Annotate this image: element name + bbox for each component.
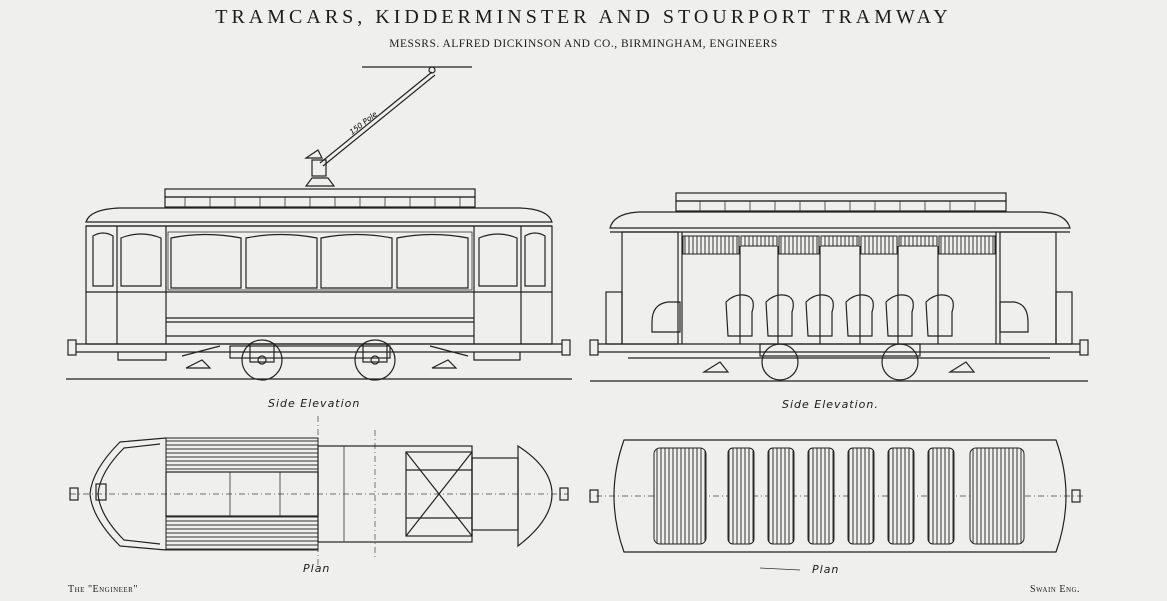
car-body (85, 225, 553, 345)
curtains (682, 235, 996, 255)
longitudinal-seat (165, 515, 319, 551)
cross-bench (653, 447, 707, 545)
page-title: TRAMCARS, KIDDERMINSTER AND STOURPORT TR… (215, 6, 952, 28)
cross-bench (767, 447, 795, 545)
wheel (241, 339, 283, 381)
caption-closed-side-elevation: Side Elevation (268, 397, 361, 410)
cross-bench (969, 447, 1025, 545)
page-subtitle: MESSRS. ALFRED DICKINSON AND CO., BIRMIN… (389, 38, 778, 50)
lantern-lights (164, 196, 476, 208)
cross-bench (887, 447, 915, 545)
cross-bench (727, 447, 755, 545)
wheel (354, 339, 396, 381)
cross-bench (927, 447, 955, 545)
closed-car-plan (69, 416, 569, 566)
cross-bench (807, 447, 835, 545)
open-car-floor (613, 439, 1067, 553)
caption-open-side-elevation: Side Elevation. (782, 398, 879, 411)
roof (85, 207, 553, 223)
longitudinal-seat (165, 437, 319, 473)
open-car-plan (589, 439, 1086, 571)
cross-bench (847, 447, 875, 545)
open-car-side-elevation (589, 192, 1089, 382)
cross-bench-seats (651, 294, 1029, 337)
end-window (92, 232, 114, 287)
truck (181, 339, 469, 381)
buffer-right (561, 339, 571, 356)
wheel (881, 343, 919, 381)
caption-open-plan: Plan (812, 563, 840, 576)
roof-lantern (164, 188, 476, 198)
wheel (761, 343, 799, 381)
caption-closed-plan: Plan (303, 562, 331, 575)
trolley-pole (304, 66, 436, 187)
saloon-windows (167, 231, 473, 291)
closed-car-side-elevation: 150 Pole (66, 66, 572, 381)
buffer-left (67, 339, 77, 356)
credit-left: The "Engineer" (68, 584, 138, 595)
credit-right: Swain Eng. (1030, 584, 1081, 595)
